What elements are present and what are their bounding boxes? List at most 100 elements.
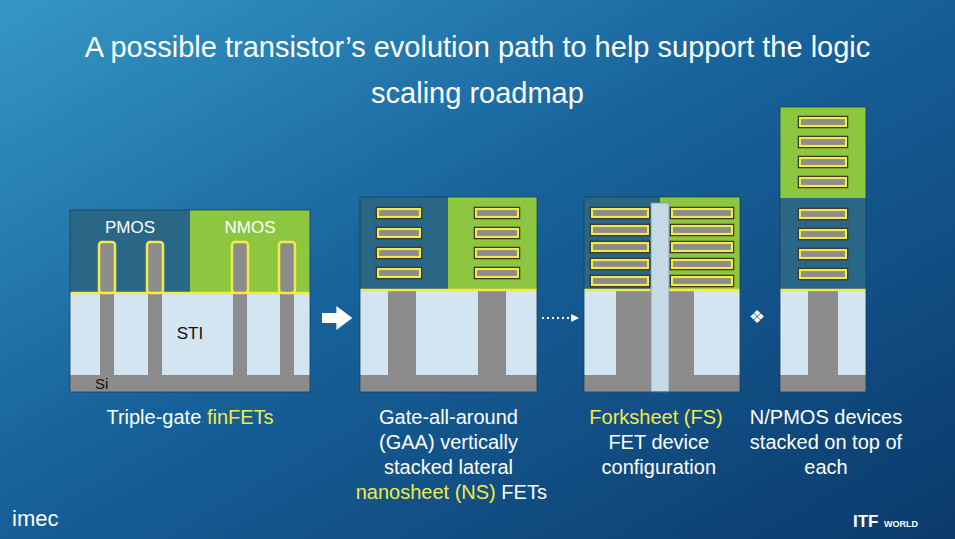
nanosheet <box>476 209 518 217</box>
panel-outline <box>780 107 866 392</box>
nanosheet <box>672 226 732 234</box>
region-box: NMOS <box>190 210 310 293</box>
nanosheet <box>800 250 846 258</box>
region-label-holder: Si <box>70 375 310 392</box>
nanosheet <box>378 229 420 237</box>
sti-region <box>360 290 537 375</box>
nanosheet <box>800 158 846 166</box>
nanosheet <box>592 209 648 217</box>
nanosheet <box>800 118 846 126</box>
nanosheet <box>592 277 648 285</box>
region-label: STI <box>177 324 203 343</box>
fin-gate-oxide <box>147 242 163 293</box>
nmos-region <box>660 197 740 290</box>
si-substrate <box>780 375 866 392</box>
nanosheet <box>672 209 732 217</box>
pmos-region <box>584 197 660 290</box>
nanosheet <box>592 243 648 251</box>
flow-arrow <box>322 313 338 323</box>
nanosheet <box>800 270 846 278</box>
panel-outline <box>584 197 740 392</box>
region-label: Si <box>95 375 108 392</box>
device-panel: Triple-gatefinFETsPMOSNMOSSTISi <box>70 207 310 392</box>
nanosheet <box>672 260 732 268</box>
caption-text: Forksheet (FS) <box>589 405 722 430</box>
fin <box>233 243 247 375</box>
gate-oxide-line <box>360 289 537 292</box>
nmos-region <box>448 197 537 290</box>
fin <box>280 243 294 375</box>
logo-text: ITF <box>853 512 879 532</box>
region-label: NMOS <box>225 218 276 237</box>
si-substrate <box>70 375 310 392</box>
region-label-holder: NMOS <box>190 210 310 293</box>
nanosheet <box>672 226 732 234</box>
nanosheet <box>800 178 846 186</box>
nanosheet <box>592 243 648 251</box>
caption: Forksheet (FS)FET device configuration <box>576 405 736 480</box>
nanosheet <box>476 209 518 217</box>
nanosheet <box>800 270 846 278</box>
nanosheet <box>378 209 420 217</box>
dielectric-wall <box>651 203 669 392</box>
caption-text: Triple-gate <box>106 405 201 430</box>
device-panel: Forksheet (FS)FET device configuration <box>584 197 740 392</box>
nanosheet <box>476 269 518 277</box>
fin <box>100 243 114 375</box>
nanosheet <box>800 158 846 166</box>
nanosheet <box>378 209 420 217</box>
gate-oxide-line <box>780 289 866 292</box>
region-label: PMOS <box>105 218 155 237</box>
si-substrate <box>360 375 537 392</box>
region-label-holder: PMOS <box>70 210 190 293</box>
panel-outline <box>70 210 310 392</box>
separator-symbol: ❖ <box>749 306 765 328</box>
caption-text: finFETs <box>207 405 274 430</box>
sti-region <box>780 290 866 375</box>
nanosheet <box>592 226 648 234</box>
nanosheet <box>672 243 732 251</box>
caption-text: FETs <box>501 480 547 505</box>
nanosheet <box>378 269 420 277</box>
nanosheet <box>800 138 846 146</box>
nanosheet <box>592 260 648 268</box>
nanosheet <box>476 249 518 257</box>
nanosheet <box>476 269 518 277</box>
fin-gate-oxide <box>99 242 115 293</box>
nanosheet <box>378 229 420 237</box>
caption-text: FET device configuration <box>582 430 736 480</box>
nanosheet <box>800 178 846 186</box>
caption-text: nanosheet (NS) <box>356 480 496 505</box>
nanosheet <box>592 226 648 234</box>
nanosheet <box>800 210 846 218</box>
nanosheet <box>672 209 732 217</box>
channel-repeats <box>99 118 846 375</box>
flow-arrow <box>542 317 572 319</box>
fin <box>148 243 162 375</box>
fin-gate-oxide <box>232 242 248 293</box>
nanosheet <box>378 269 420 277</box>
nmos-region <box>780 107 866 198</box>
nanosheet <box>476 229 518 237</box>
nanosheet <box>800 250 846 258</box>
device-panel: N/PMOS devices stacked on top of each <box>780 107 866 392</box>
pmos-region <box>70 210 190 293</box>
fin-pillar <box>388 290 416 375</box>
nanosheet <box>800 230 846 238</box>
nanosheet <box>672 243 732 251</box>
fin-pillar <box>478 290 506 375</box>
nanosheet <box>800 230 846 238</box>
nanosheet <box>476 249 518 257</box>
region-box: PMOS <box>70 210 190 293</box>
caption: N/PMOS devices stacked on top of each <box>746 405 906 480</box>
nanosheet <box>800 138 846 146</box>
region-box: Si <box>70 375 310 392</box>
logo-text: WORLD <box>884 519 918 529</box>
fin-pillar <box>808 290 838 375</box>
caption: Triple-gatefinFETs <box>60 405 320 430</box>
nanosheet <box>800 210 846 218</box>
pmos-region <box>780 198 866 290</box>
nanosheet <box>672 277 732 285</box>
